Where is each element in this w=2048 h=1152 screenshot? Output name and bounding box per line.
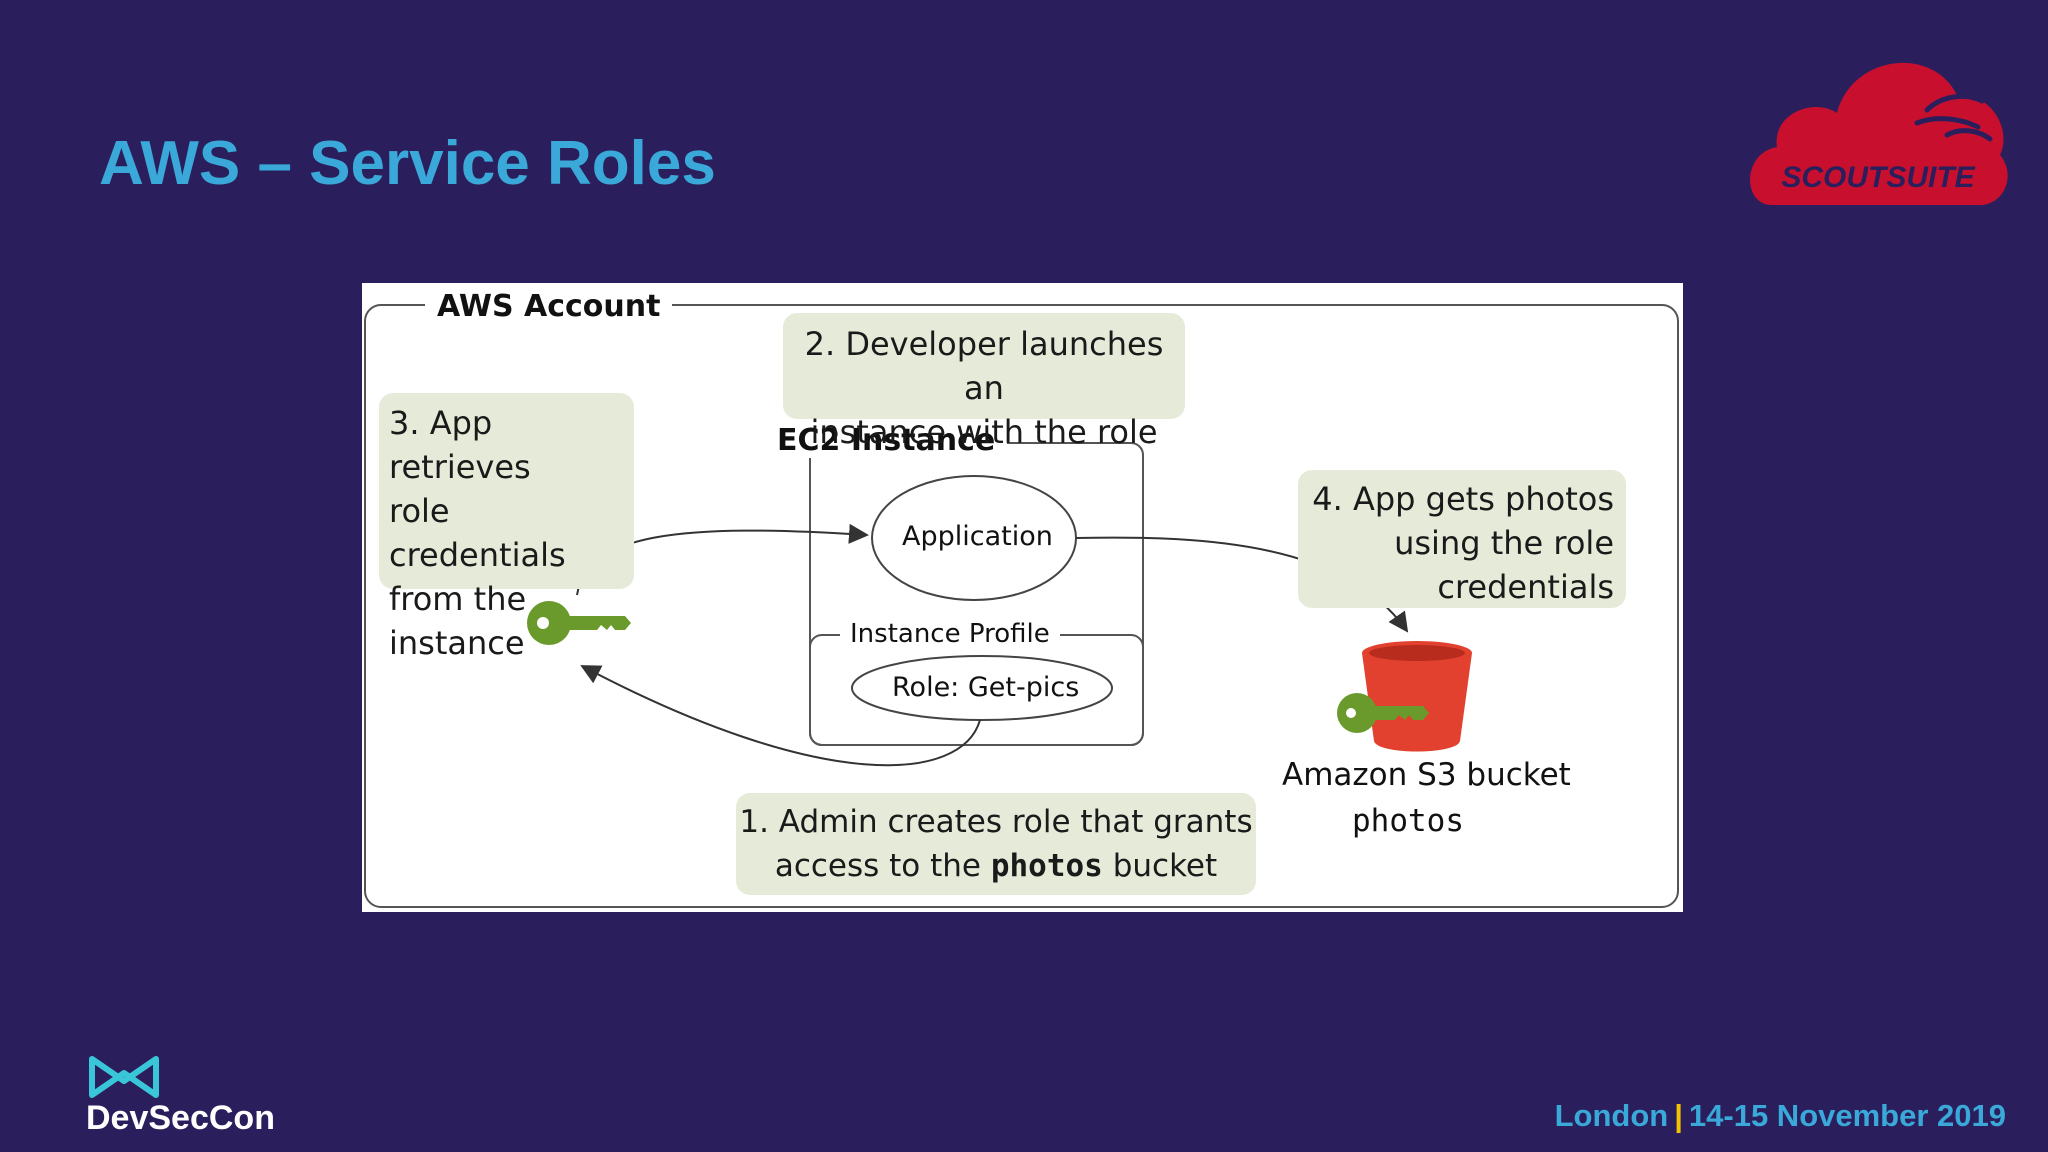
step4-note: 4. App gets photos using the role creden… [1298,470,1626,608]
step1-line2-suffix: bucket [1112,848,1218,884]
scoutsuite-logo: SCOUTSUITE [1742,35,2012,215]
step3-line2: role credentials [389,492,566,574]
devseccon-brand: DevSecCon [86,1099,275,1137]
step3-note: 3. App retrieves role credentials from t… [379,393,634,662]
aws-account-border [364,304,1679,908]
step4-line1: 4. App gets photos [1312,480,1614,518]
role-label: Role: Get-pics [892,672,1080,703]
event-location: London [1554,1098,1669,1133]
step2-line2: instance with the role [810,413,1158,451]
role-node [851,655,1113,721]
step1-bucket-code: photos [990,848,1103,884]
footer-separator: | [1674,1098,1683,1133]
step2-note: 2. Developer launches an instance with t… [783,313,1185,451]
bucket-label: Amazon S3 bucket [1282,757,1571,793]
step1-note: 1. Admin creates role that grants access… [736,793,1256,895]
step1-line2: access to the photos bucket [736,844,1256,888]
slide-title: AWS – Service Roles [99,129,716,198]
credential-key-icon [527,601,631,645]
diagram-panel: AWS Account EC2 Instance Application Ins… [362,283,1683,912]
step1-line2-prefix: access to the [774,848,981,884]
arrow-role-to-key [580,665,981,767]
step2-line1: 2. Developer launches an [804,325,1164,407]
step3-line1: 3. App retrieves [389,404,531,486]
bucket-name-label: photos [1352,803,1464,839]
instance-profile-label: Instance Profile [840,619,1060,649]
event-dates: 14-15 November 2019 [1688,1098,2006,1133]
application-label: Application [902,521,1053,552]
step4-line2: using the role [1394,524,1614,562]
step1-line1: 1. Admin creates role that grants [739,804,1253,840]
event-info: London|14-15 November 2019 [1555,1098,2006,1134]
step4-line3: credentials [1437,568,1614,606]
logo-text: SCOUTSUITE [1781,161,1975,194]
ec2-instance-label: EC2 Instance [765,423,1008,458]
step3-line4: instance [389,624,525,662]
bucket-key-icon [1337,693,1429,733]
aws-account-label: AWS Account [425,289,673,324]
step3-line3: from the [389,580,527,618]
s3-bucket-icon [1362,641,1472,752]
devseccon-logo-icon [86,1055,162,1104]
